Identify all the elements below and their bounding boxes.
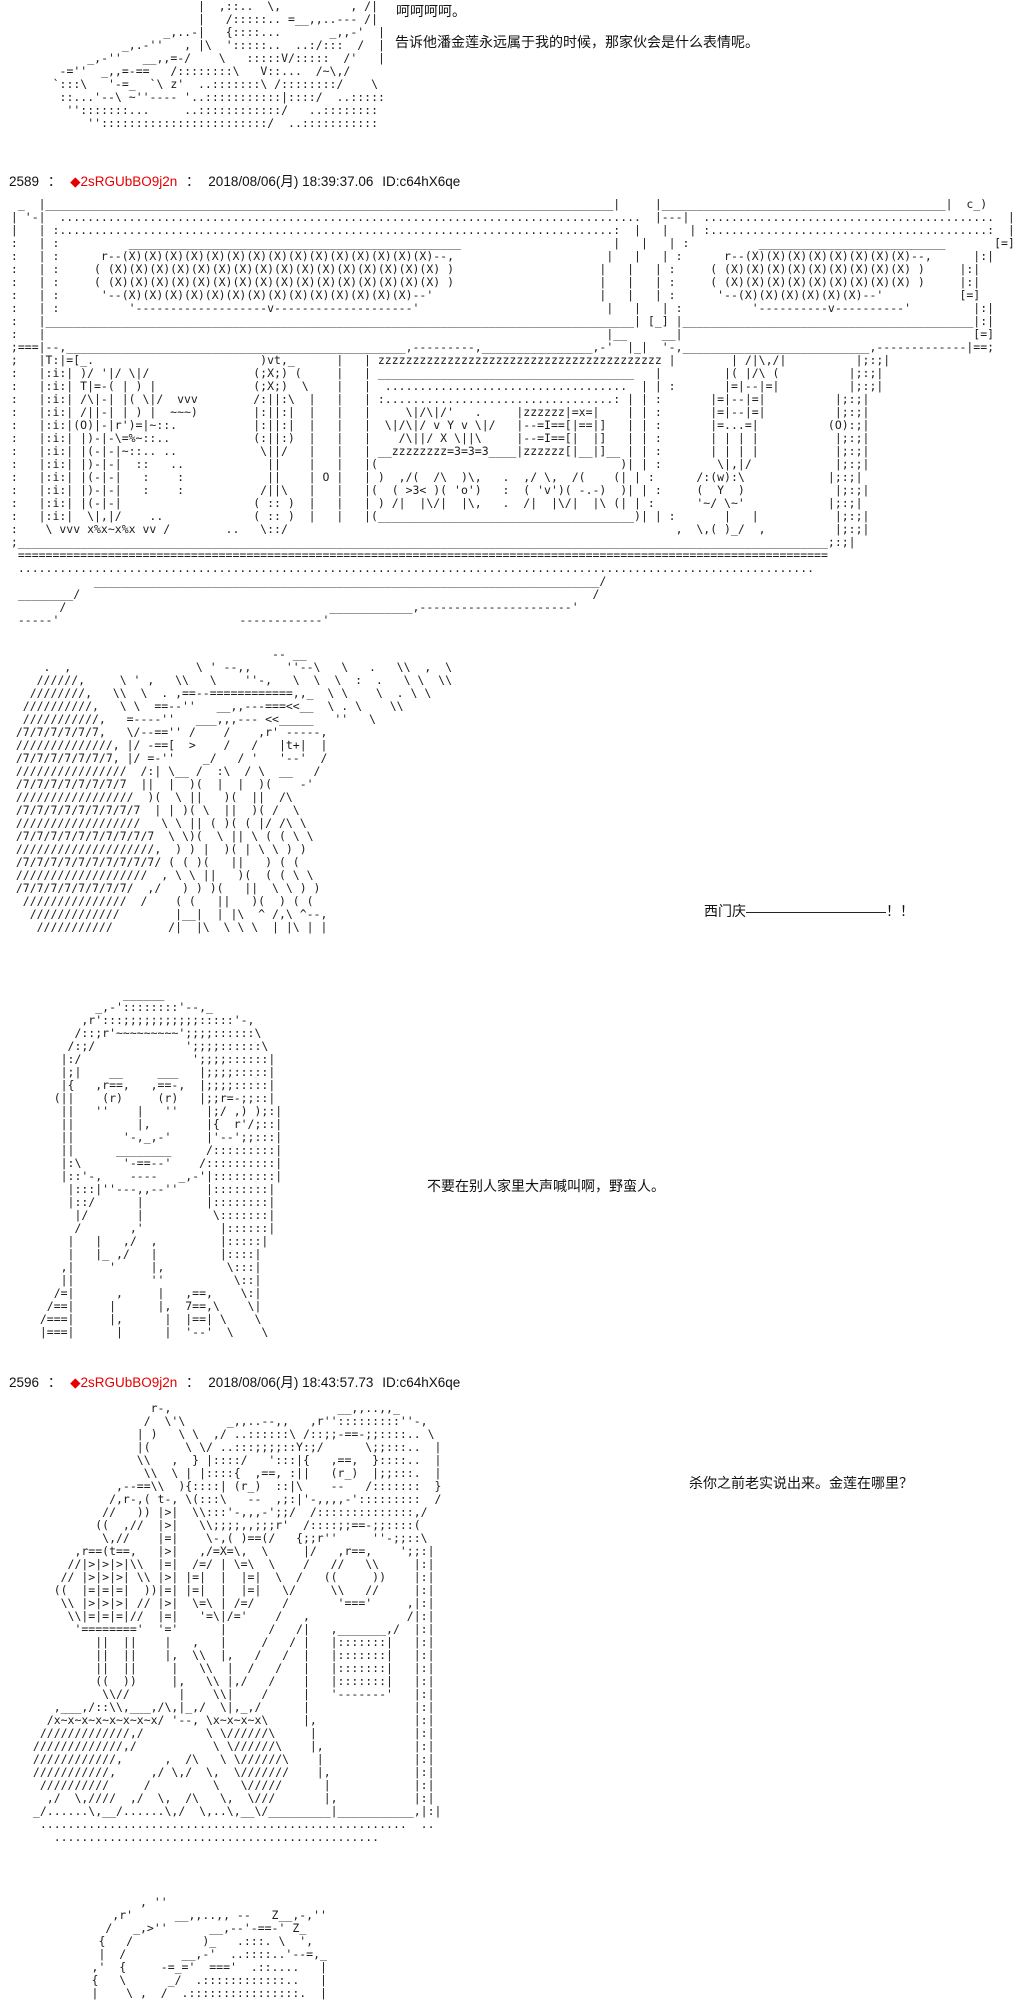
dialogue-laugh: 呵呵呵呵。 xyxy=(396,3,466,19)
post-separator: ： xyxy=(186,1375,200,1390)
dialogue-shout: 西门庆——————————！！ xyxy=(704,903,914,919)
dialogue-before-kill: 杀你之前老实说出来。金莲在哪里？ xyxy=(689,1475,913,1491)
dialogue-tell-him: 告诉他潘金莲永远属于我的时候，那家伙会是什么表情呢。 xyxy=(395,34,759,50)
dialogue-dont-yell: 不要在别人家里大声喊叫啊，野蛮人。 xyxy=(427,1178,665,1194)
ascii-art-face-closeup: ______ _,-'::::::::'--,_ ,r':::;;;;;;;;;… xyxy=(39,987,283,1339)
ascii-art-bottom-figure: , '' ,r' __,,..,, -- Z__,-,'' / _,>'' __… xyxy=(91,1895,327,2000)
post-number: 2589 xyxy=(9,174,40,189)
post-tripcode: ◆2sRGUbBO9j2n xyxy=(70,174,178,189)
post-datetime: 2018/08/06(月) 18:39:37.06 xyxy=(208,174,374,189)
post-user-id: ID:c64hX6qe xyxy=(382,174,461,189)
post-separator: ： xyxy=(186,174,200,189)
post-number: 2596 xyxy=(9,1375,40,1390)
ascii-art-building-scene: _ |_____________________________________… xyxy=(10,197,1015,627)
post-separator: ： xyxy=(47,1375,62,1390)
post-tripcode: ◆2sRGUbBO9j2n xyxy=(70,1375,178,1390)
post-header-2589: 2589 ： ◆2sRGUbBO9j2n ： 2018/08/06(月) 18:… xyxy=(9,170,465,190)
post-datetime: 2018/08/06(月) 18:43:57.73 xyxy=(208,1375,374,1390)
post-user-id: ID:c64hX6qe xyxy=(382,1375,461,1390)
ascii-art-top-figure: | ,::.. \, , /| | /:::::.. =__,,..--- /|… xyxy=(52,0,385,130)
post-header-2596: 2596 ： ◆2sRGUbBO9j2n ： 2018/08/06(月) 18:… xyxy=(9,1371,465,1391)
ascii-art-grab-scene: r-, __,,..,,_ / \'\ _,,..--,, ,r''::::::… xyxy=(32,1401,442,1844)
ascii-art-fist-scene: -- __ . , \ ' --,, ''--\ \ . \\ , \ ////… xyxy=(15,647,453,934)
post-separator: ： xyxy=(47,174,62,189)
